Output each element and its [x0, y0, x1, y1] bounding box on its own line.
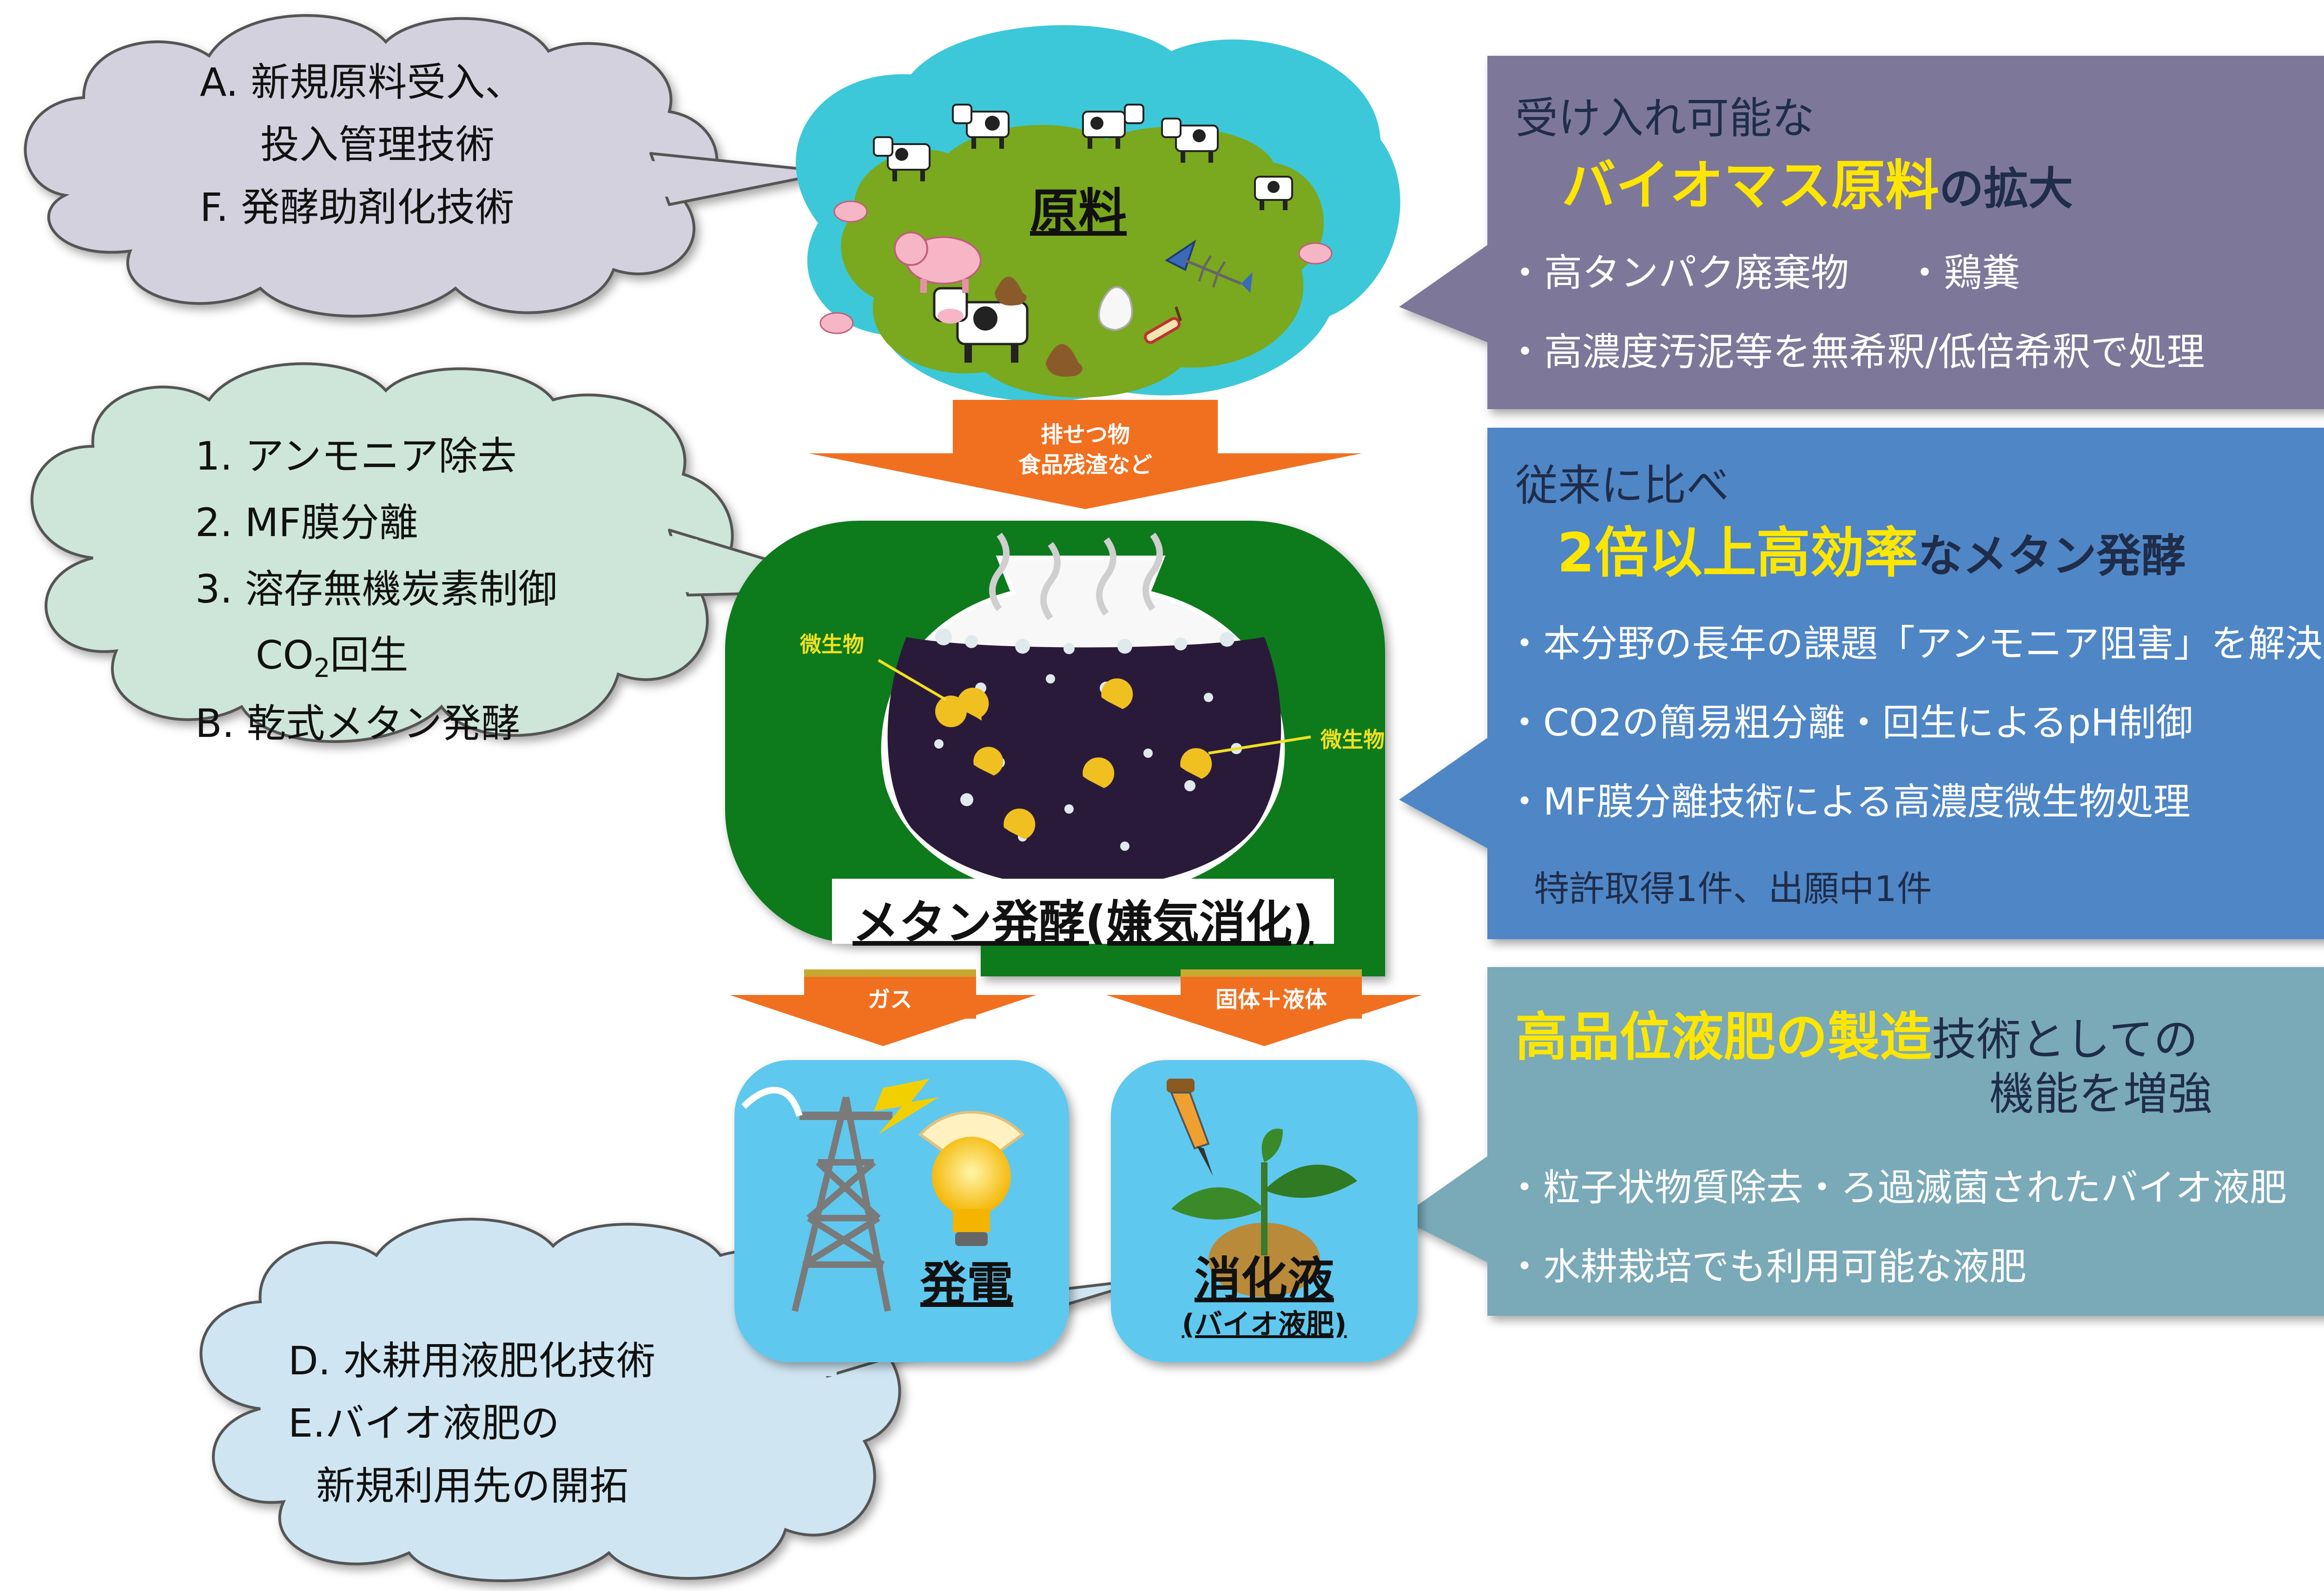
vessel-icon	[878, 532, 1311, 900]
box1-title-line1: 受け入れ可能な	[1515, 93, 1815, 143]
manure-icon	[995, 277, 1027, 306]
box3-shape	[1399, 967, 2324, 1316]
eggshell-icon	[1098, 286, 1133, 331]
cloud-middle-line-5: B. 乾式メタン発酵	[195, 701, 521, 747]
power-tower-icon	[792, 1096, 892, 1312]
box2-bullet-3: ・MF膜分離技術による高濃度微生物処理	[1506, 780, 2191, 823]
box2-bullet-1: ・本分野の長年の課題「アンモニア阻害」を解決	[1506, 622, 2323, 665]
callout-box-fertilizer: 高品位液肥の製造技術としての 機能を増強 ・粒子状物質除去・ろ過滅菌されたバイオ…	[1487, 967, 2324, 1316]
cloud-middle-line-1: 1. アンモニア除去	[195, 433, 517, 479]
manure-icon	[1046, 344, 1083, 377]
microbe-icon	[1180, 748, 1212, 779]
power-label: 発電	[920, 1257, 1013, 1311]
co2-prefix: CO	[256, 632, 314, 678]
box2-bullet-2: ・CO2の簡易粗分離・回生によるpH制御	[1506, 701, 2193, 744]
cloud-middle-line-4: CO2回生	[195, 622, 557, 690]
cloud-top-text: A. 新規原料受入、 投入管理技術 F. 発酵助剤化技術	[200, 51, 524, 239]
arrow-top-label-1: 排せつ物	[1040, 422, 1130, 448]
dropper-icon	[1167, 1079, 1213, 1176]
box3-title-highlight: 高品位液肥の製造	[1515, 1007, 1932, 1067]
pig-icon	[819, 312, 854, 334]
box2-title-highlight: 2倍以上高効率	[1557, 522, 1918, 584]
cow-icon	[873, 136, 931, 181]
arrow-top	[809, 400, 1362, 509]
cow-icon	[1161, 118, 1219, 163]
box3-bullet-2: ・水耕栽培でも利用可能な液肥	[1506, 1245, 2027, 1288]
cloud-top-line-1: A. 新規原料受入、	[200, 60, 524, 105]
cloud-middle-text: 1. アンモニア除去 2. MF膜分離 3. 溶存無機炭素制御 CO2回生 B.…	[195, 423, 557, 757]
cloud-middle-line-2: 2. MF膜分離	[195, 499, 418, 545]
microbe-icon	[1004, 809, 1036, 839]
cloud-bottom-line-3: 新規利用先の開拓	[316, 1463, 629, 1509]
box2-title-rest: なメタン発酵	[1918, 530, 2186, 582]
callout-box-efficiency: 従来に比べ 2倍以上高効率なメタン発酵 ・本分野の長年の課題「アンモニア阻害」を…	[1487, 428, 2324, 939]
microbe-icon	[935, 696, 982, 728]
box3-title-rest: 技術としての	[1932, 1014, 2199, 1066]
raw-material-illustration	[796, 25, 1400, 402]
microbe-icon	[1101, 678, 1133, 709]
box3-title-line2: 機能を増強	[1989, 1068, 2212, 1120]
box1-shape	[1399, 56, 2324, 409]
box1-title-highlight: バイオマス原料	[1562, 154, 1939, 217]
cloud-bottom-text: D. 水耕用液肥化技術 E.バイオ液肥の 新規利用先の開拓	[288, 1330, 655, 1517]
arrow-top-label-2: 食品残渣など	[1018, 452, 1152, 478]
cloud-middle-line-3: 3. 溶存無機炭素制御	[195, 566, 557, 612]
box1-bullet-1b: ・鶏糞	[1906, 251, 2020, 295]
fishbone-icon	[1165, 239, 1253, 293]
apple-core-icon	[1144, 306, 1182, 344]
microbe-label-right: 微生物	[1320, 727, 1385, 752]
cloud-top-line-3: F. 発酵助剤化技術	[200, 184, 515, 230]
microbe-label-left: 微生物	[800, 632, 864, 657]
box1-bullet-1a: ・高タンパク廃棄物	[1506, 251, 1849, 295]
box3-title-line1: 高品位液肥の製造技術としての	[1515, 995, 2198, 1070]
digestate-sublabel: (バイオ液肥)	[1182, 1308, 1347, 1341]
cloud-bottom-line-2: E.バイオ液肥の	[288, 1400, 560, 1446]
box3-bullet-1: ・粒子状物質除去・ろ過滅菌されたバイオ液肥	[1506, 1166, 2287, 1209]
digestate-label: 消化液	[1195, 1252, 1334, 1306]
cloud-top	[24, 14, 833, 318]
light-bulb-icon	[918, 1111, 1025, 1246]
cow-icon	[1254, 176, 1293, 210]
box1-bullet-2: ・高濃度汚泥等を無希釈/低倍希釈で処理	[1506, 330, 2205, 374]
box2-shape	[1399, 428, 2324, 939]
arrow-gas	[730, 969, 1037, 1046]
arrow-solid-liquid-label: 固体＋液体	[1215, 987, 1327, 1013]
cow-icon	[1082, 104, 1144, 149]
plant-icon	[1171, 1128, 1357, 1297]
cloud-bottom-line-1: D. 水耕用液肥化技術	[288, 1338, 656, 1384]
arrow-solid-liquid	[1106, 969, 1422, 1046]
microbe-icon	[1083, 757, 1115, 788]
box2-note: 特許取得1件、出願中1件	[1534, 868, 1932, 909]
pig-icon	[894, 232, 982, 293]
box1-title-rest: の拡大	[1939, 163, 2073, 215]
raw-material-label: 原料	[1030, 183, 1127, 240]
cow-icon	[952, 104, 1010, 149]
lightning-icon	[874, 1079, 939, 1134]
cloud-top-line-2: 投入管理技術	[260, 122, 495, 168]
box2-title-line2: 2倍以上高効率なメタン発酵	[1557, 509, 2186, 587]
microbe-icon	[957, 688, 989, 718]
cable-icon	[741, 1087, 803, 1117]
arrow-gas-label: ガス	[867, 987, 912, 1013]
cow-icon	[933, 287, 1029, 363]
box2-title-line1: 従来に比べ	[1515, 461, 1730, 510]
microbe-icon	[973, 747, 1004, 776]
co2-subscript: 2	[313, 653, 330, 684]
fermenter-label-bg	[832, 879, 1334, 944]
pig-icon	[1298, 242, 1333, 265]
co2-suffix: 回生	[330, 632, 409, 678]
fermenter-label: メタン発酵(嫌気消化)	[852, 895, 1314, 950]
callout-box-biomass: 受け入れ可能な バイオマス原料の拡大 ・高タンパク廃棄物 ・鶏糞 ・高濃度汚泥等…	[1487, 56, 2324, 409]
box1-title-line2: バイオマス原料の拡大	[1562, 142, 2073, 220]
pig-icon	[833, 200, 868, 223]
